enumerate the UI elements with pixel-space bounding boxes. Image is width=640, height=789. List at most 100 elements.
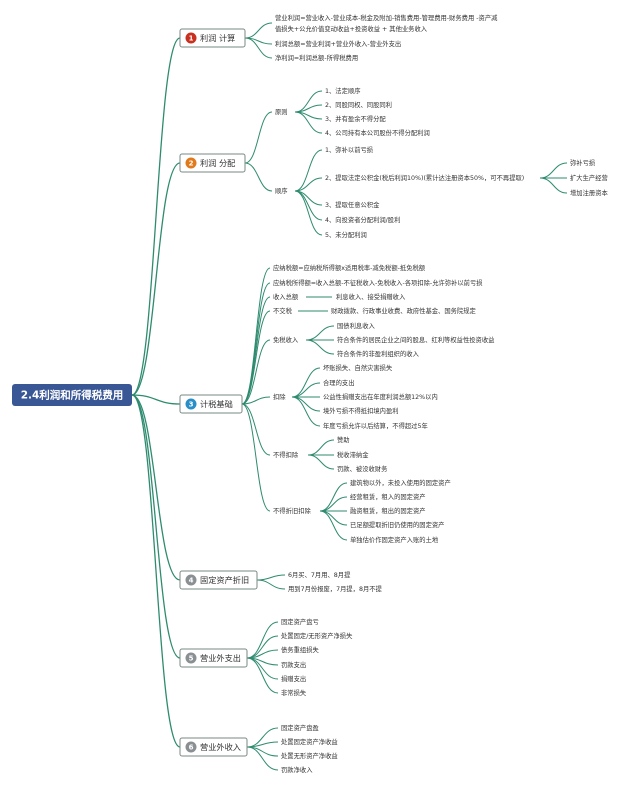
connector-line — [131, 394, 181, 405]
leaf-label: 境外亏损不得抵扣境内盈利 — [323, 406, 399, 415]
connector-line — [246, 657, 279, 694]
branch-badge-number: 5 — [189, 655, 194, 663]
connector-line — [539, 162, 568, 179]
leaf-label: 符合条件的非盈利组织的收入 — [337, 349, 420, 358]
connector-line — [131, 37, 181, 396]
leaf-label: 建筑物以外，未投入使用的固定资产 — [350, 478, 451, 487]
leaf-label: 值损失+公允价值变动收益+投资收益 + 其他业务收入 — [275, 24, 428, 33]
connector-line — [305, 339, 335, 355]
leaf-label: 处置固定/无形资产净损失 — [281, 631, 353, 640]
sub-category-label: 扣除 — [273, 392, 286, 401]
leaf-label: 3、提取任意公积金 — [325, 200, 380, 209]
connector-line — [294, 111, 323, 134]
leaf-label: 2、同股同权、同股同利 — [325, 100, 392, 109]
connector-line — [131, 394, 181, 659]
connector-line — [246, 746, 279, 757]
leaf-label: 4、公司持有本公司股份不得分配利润 — [325, 128, 430, 137]
leaf-label: 2、提取法定公积金(税后利润10%)(累计达注册资本50%，可不再提取) — [325, 173, 524, 182]
branch-label: 营业外收入 — [200, 742, 241, 752]
branch-badge-tax-base — [185, 398, 197, 410]
leaf-label: 弥补亏损 — [570, 158, 596, 167]
connector-line — [241, 403, 271, 512]
mind-map-edges — [131, 22, 568, 771]
connector-line — [319, 510, 348, 541]
leaf-label: 净利润=利润总额-所得税费用 — [275, 53, 358, 62]
sub-category-label: 收入总额 — [273, 292, 299, 301]
connector-line — [291, 396, 321, 427]
branch-label: 利润 计算 — [200, 33, 235, 43]
leaf-label: 罚款、被没收财务 — [337, 464, 388, 473]
connector-line — [307, 439, 335, 456]
leaf-label: 财政拨款、行政事业收费、政府性基金、国务院规定 — [331, 306, 477, 315]
leaf-label: 应纳税所得额=收入总额-不征税收入-免税收入-各项扣除-允许弥补以前亏损 — [273, 278, 483, 287]
connector-line — [241, 403, 271, 456]
leaf-label: 经营租赁，租入的固定资产 — [350, 492, 426, 501]
leaf-label: 融资租赁，租出的固定资产 — [350, 506, 426, 515]
branch-badge-number: 2 — [189, 160, 194, 168]
root-node — [12, 384, 132, 406]
leaf-label: 1、法定顺序 — [325, 86, 361, 95]
connector-line — [244, 162, 273, 192]
branch-badge-profit-calc — [185, 32, 197, 44]
branch-node-profit-dist — [179, 153, 246, 173]
connector-line — [294, 149, 323, 192]
connector-line — [131, 162, 181, 396]
branch-badge-number: 4 — [189, 577, 194, 585]
branch-node-non-op-expense — [179, 648, 248, 668]
branch-badge-number: 6 — [189, 744, 194, 752]
connector-line — [241, 310, 271, 405]
branch-badge-non-op-expense — [185, 652, 197, 664]
leaf-label: 罚款支出 — [281, 660, 306, 669]
leaf-label: 坏账损失、自然灾害损失 — [323, 363, 393, 372]
connector-line — [244, 37, 273, 59]
connector-line — [294, 190, 323, 236]
branch-node-tax-base — [179, 394, 243, 414]
root-label: 2.4利润和所得税费用 — [21, 389, 124, 402]
connector-line — [319, 510, 348, 526]
connector-line — [244, 111, 273, 164]
branch-node-depreciation — [179, 570, 258, 590]
leaf-label: 年度亏损允许以后结算，不得超过5年 — [323, 421, 428, 430]
connector-line — [131, 394, 181, 581]
leaf-label: 债务重组损失 — [281, 645, 319, 654]
branch-badge-number: 3 — [189, 401, 194, 409]
branch-label: 固定资产折旧 — [200, 575, 249, 585]
branch-label: 营业外支出 — [200, 653, 241, 663]
leaf-label: 罚款净收入 — [281, 765, 313, 774]
connector-line — [244, 22, 273, 39]
connector-line — [294, 190, 323, 221]
branch-badge-number: 1 — [189, 35, 194, 43]
connector-line — [291, 396, 321, 412]
branch-badge-non-op-income — [185, 741, 197, 753]
sub-category-label: 原则 — [275, 108, 288, 116]
leaf-label: 3、并有盈余不得分配 — [325, 114, 386, 123]
sub-category-label: 不交税 — [273, 306, 293, 315]
connector-line — [241, 339, 271, 405]
connector-line — [307, 454, 335, 470]
leaf-label: 单独估价作固定资产入账的土地 — [350, 535, 439, 544]
leaf-label: 利息收入、接受捐赠收入 — [336, 292, 406, 301]
leaf-label: 6月买、7月用、8月提 — [288, 570, 351, 579]
leaf-label: 营业利润=营业收入-营业成本-税金及附加-销售费用-管理费用-财务费用 -资产减 — [275, 13, 498, 22]
leaf-label: 用到7月份报废，7月提，8月不提 — [288, 584, 383, 593]
leaf-label: 处置无形资产净收益 — [281, 751, 338, 760]
leaf-label: 4、向投资者分配利润/股利 — [325, 215, 400, 224]
leaf-label: 捐赠支出 — [281, 674, 306, 683]
connector-line — [305, 325, 335, 341]
sub-category-label: 不得扣除 — [273, 450, 299, 459]
connector-line — [319, 482, 348, 512]
connector-line — [539, 177, 568, 194]
leaf-label: 应纳税额=应纳税所得额x适用税率-减免税额-抵免税额 — [273, 263, 426, 272]
leaf-label: 合理的支出 — [323, 378, 354, 387]
branch-label: 计税基础 — [200, 399, 233, 409]
branch-node-non-op-income — [179, 737, 248, 757]
branch-label: 利润 分配 — [200, 158, 235, 168]
leaf-label: 扩大生产经营 — [570, 173, 608, 182]
sub-category-label: 不得折旧扣除 — [273, 506, 311, 515]
leaf-label: 赞助 — [337, 435, 350, 444]
leaf-label: 公益性捐赠支出在年度利润总额12%以内 — [323, 392, 438, 401]
sub-category-label: 免税收入 — [273, 335, 299, 344]
leaf-label: 固定资产盘亏 — [281, 617, 319, 626]
leaf-label: 1、弥补以前亏损 — [325, 145, 374, 154]
connector-line — [241, 396, 271, 405]
